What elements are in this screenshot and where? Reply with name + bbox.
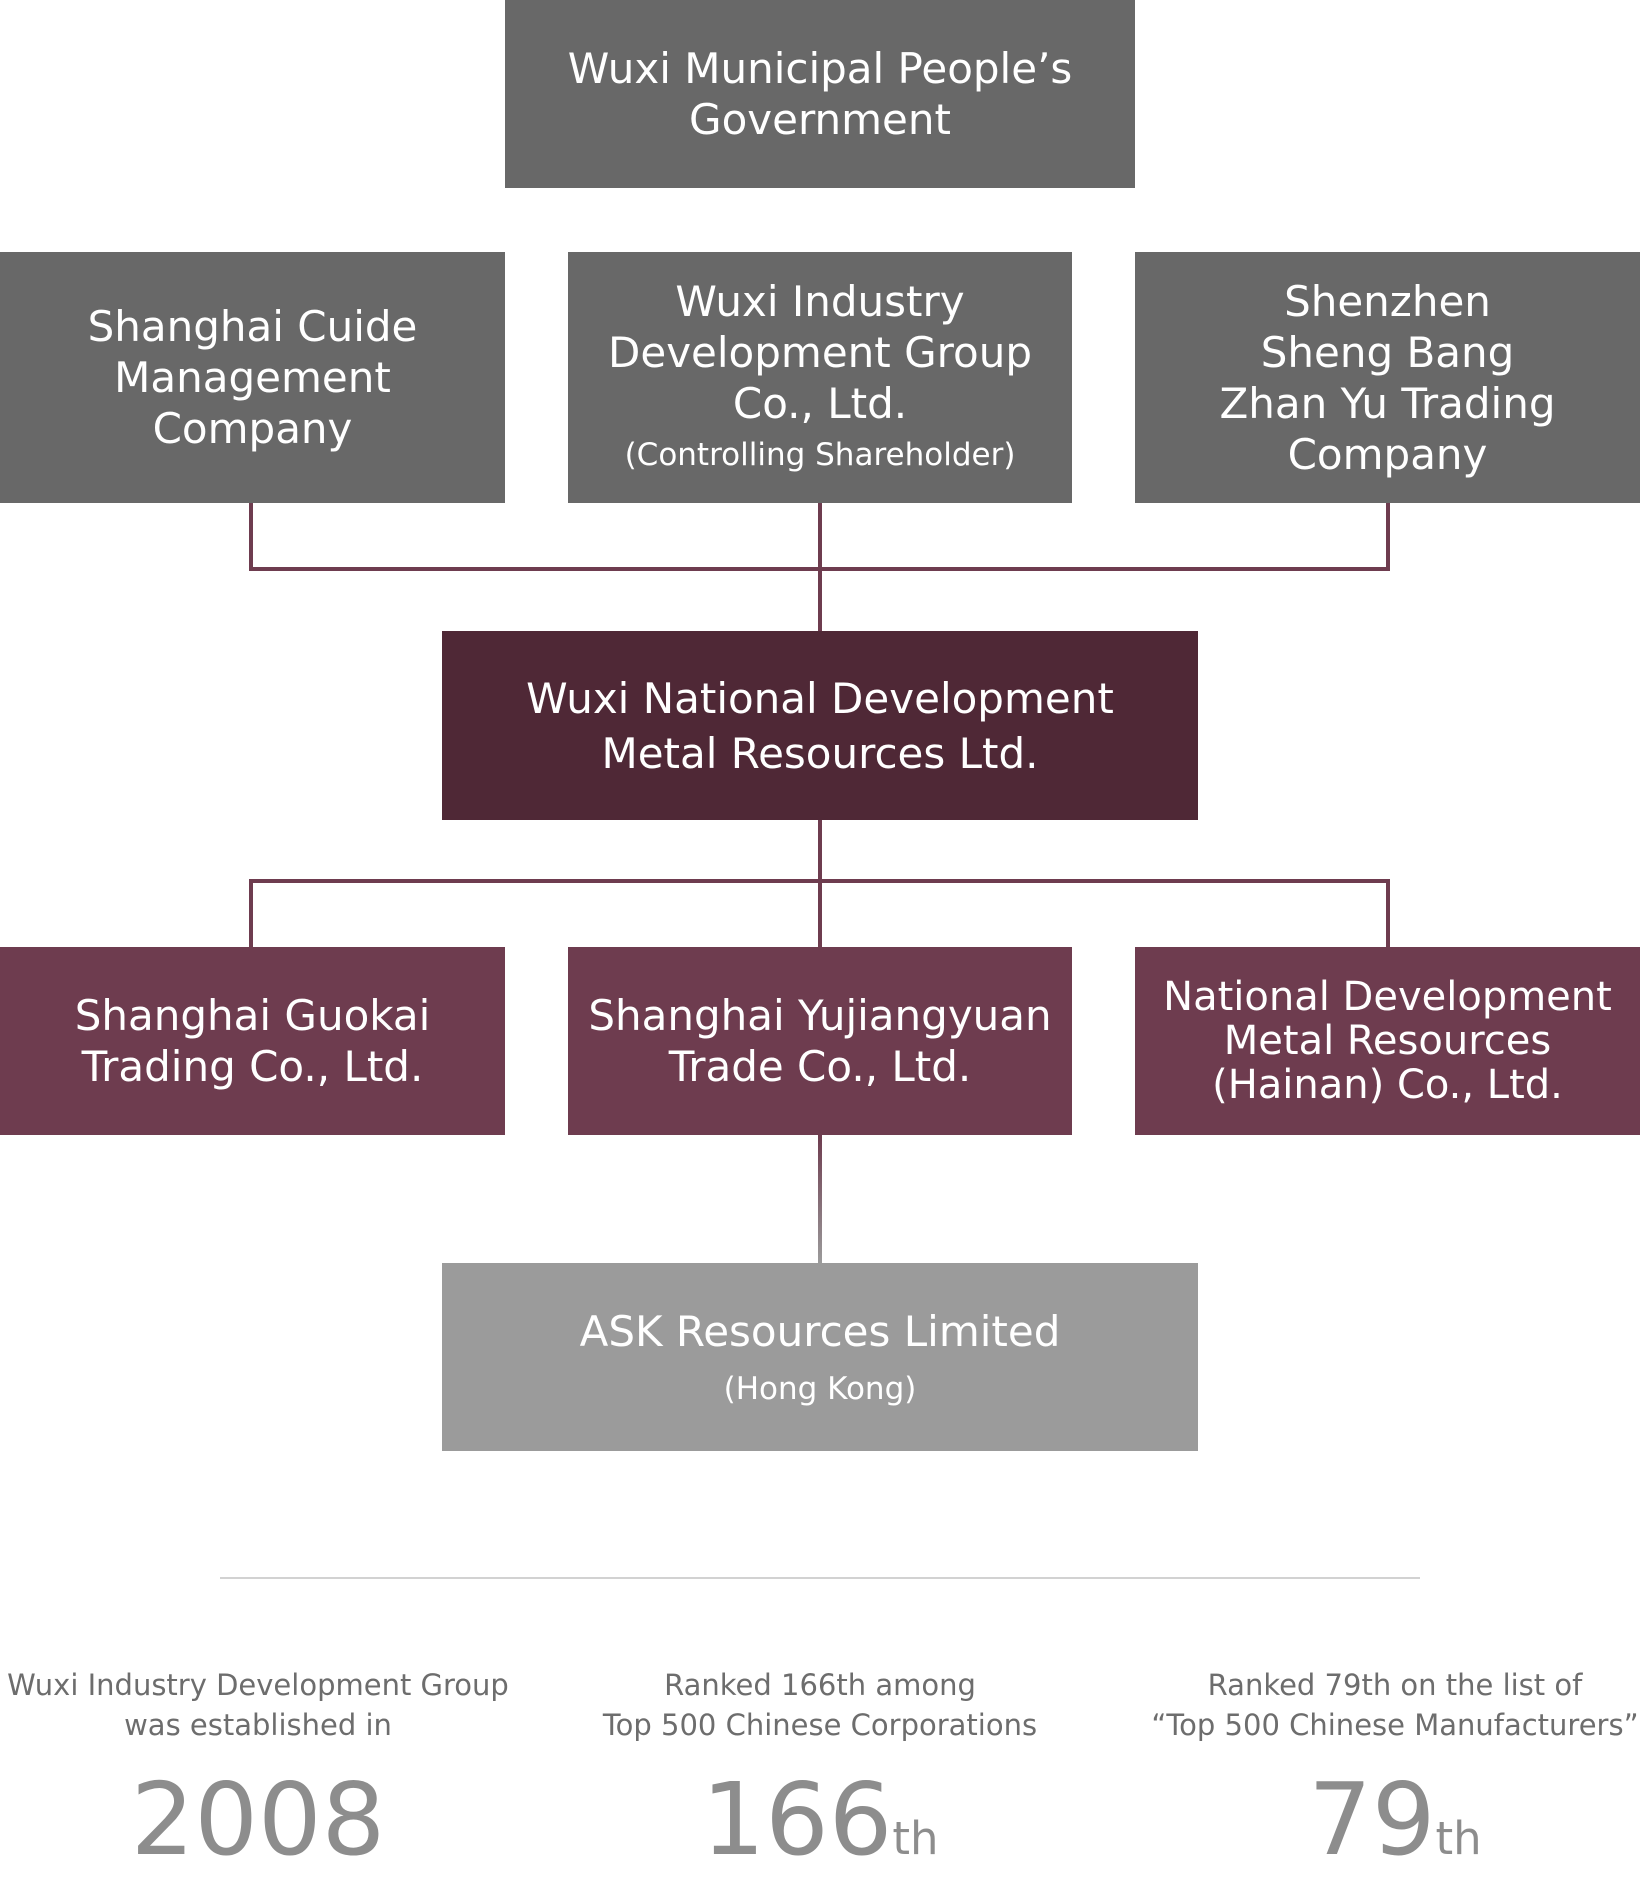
stat-manufacturers-caption-line-1: Ranked 79th on the list of <box>1207 1668 1583 1702</box>
stat-corporations-number: 166 <box>701 1761 893 1878</box>
stat-manufacturers-number: 79 <box>1308 1761 1436 1878</box>
controlling-shareholder-note: (Controlling Shareholder) <box>624 437 1016 473</box>
government-name-line-1: Wuxi Municipal People’s <box>567 44 1073 93</box>
stat-corporations-caption-line-1: Ranked 166th among <box>664 1668 976 1702</box>
connector-shareholder-1-down <box>249 503 253 571</box>
shareholder-1-line-1: Shanghai Cuide <box>87 302 418 351</box>
shareholder-3-line-3: Zhan Yu Trading <box>1219 378 1556 428</box>
stat-established-caption-line-1: Wuxi Industry Development Group <box>7 1668 509 1702</box>
stat-manufacturers-value: 79th <box>1135 1765 1640 1894</box>
stat-manufacturers-caption-line-2: “Top 500 Chinese Manufacturers” <box>1151 1708 1639 1742</box>
company-name-line-2: Metal Resources Ltd. <box>601 728 1039 778</box>
shareholder-box-shenzhen-sheng-bang: Shenzhen Sheng Bang Zhan Yu Trading Comp… <box>1135 252 1640 503</box>
subsidiary-box-shanghai-guokai: Shanghai Guokai Trading Co., Ltd. <box>0 947 505 1135</box>
subsidiary-3-line-2: Metal Resources <box>1223 1018 1552 1064</box>
connector-subsidiary-1-up <box>249 879 253 947</box>
shareholder-2-line-3: Co., Ltd. <box>732 379 908 428</box>
shareholder-1-line-3: Company <box>152 404 353 453</box>
subsidiary-box-shanghai-yujiangyuan: Shanghai Yujiangyuan Trade Co., Ltd. <box>568 947 1072 1135</box>
stat-corporations-suffix: th <box>892 1812 939 1865</box>
connector-subsidiary-3-up <box>1386 879 1390 947</box>
connector-company-down <box>818 820 822 947</box>
shareholder-2-line-1: Wuxi Industry <box>675 277 965 326</box>
company-box: Wuxi National Development Metal Resource… <box>442 631 1198 820</box>
subsidiary-1-line-2: Trading Co., Ltd. <box>81 1042 424 1091</box>
divider <box>220 1577 1420 1579</box>
subsidiary-2-line-2: Trade Co., Ltd. <box>668 1042 972 1091</box>
shareholder-3-line-2: Sheng Bang <box>1260 327 1515 377</box>
subsidiary-box-hainan: National Development Metal Resources (Ha… <box>1135 947 1640 1135</box>
stat-established: Wuxi Industry Development Group was esta… <box>0 1665 518 1894</box>
stat-corporations-value: 166th <box>560 1765 1080 1894</box>
shareholder-2-line-2: Development Group <box>608 328 1032 377</box>
subsidiary-3-line-3: (Hainan) Co., Ltd. <box>1212 1062 1563 1108</box>
connector-shareholders-horizontal <box>249 567 1390 571</box>
shareholder-box-wuxi-industry: Wuxi Industry Development Group Co., Ltd… <box>568 252 1072 503</box>
subsidiary-3-line-1: National Development <box>1163 974 1612 1020</box>
stat-manufacturers-suffix: th <box>1435 1812 1482 1865</box>
government-name-line-2: Government <box>689 95 951 144</box>
shareholder-box-shanghai-cuide: Shanghai Cuide Management Company <box>0 252 505 503</box>
subsidiary-1-line-1: Shanghai Guokai <box>74 991 431 1040</box>
connector-shareholder-3-down <box>1386 503 1390 571</box>
connector-subsidiaries-horizontal <box>249 879 1390 883</box>
connector-hk-down <box>818 1135 822 1263</box>
shareholder-3-line-4: Company <box>1287 429 1488 479</box>
shareholder-1-line-2: Management <box>114 353 391 402</box>
stat-corporations-caption-line-2: Top 500 Chinese Corporations <box>602 1708 1038 1742</box>
stat-top500-corporations: Ranked 166th among Top 500 Chinese Corpo… <box>560 1665 1080 1894</box>
stat-top500-manufacturers: Ranked 79th on the list of “Top 500 Chin… <box>1135 1665 1640 1894</box>
government-box: Wuxi Municipal People’s Government <box>505 0 1135 188</box>
stat-established-caption-line-2: was established in <box>124 1708 392 1742</box>
stat-established-value: 2008 <box>0 1765 518 1894</box>
sub-subsidiary-location: (Hong Kong) <box>723 1370 917 1407</box>
sub-subsidiary-name: ASK Resources Limited <box>579 1306 1061 1356</box>
shareholder-3-line-1: Shenzhen <box>1284 276 1491 326</box>
company-name-line-1: Wuxi National Development <box>526 673 1114 723</box>
stat-established-number: 2008 <box>130 1761 386 1878</box>
sub-subsidiary-box-ask-resources: ASK Resources Limited (Hong Kong) <box>442 1263 1198 1451</box>
subsidiary-2-line-1: Shanghai Yujiangyuan <box>588 991 1052 1040</box>
